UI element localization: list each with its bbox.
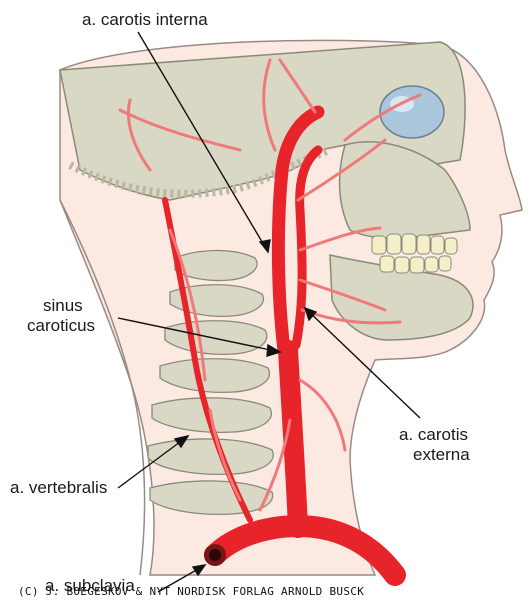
artery-carotis-communis xyxy=(288,350,298,528)
label-carotis-interna: a. carotis interna xyxy=(82,10,208,30)
label-sinus-line1: sinus xyxy=(43,296,83,316)
subclavia-cut-inner xyxy=(209,549,221,561)
label-vertebralis: a. vertebralis xyxy=(10,478,107,498)
label-externa-line2: externa xyxy=(413,445,470,465)
label-externa-line1: a. carotis xyxy=(399,425,468,445)
eye-ball xyxy=(380,86,444,138)
label-sinus-line2: caroticus xyxy=(27,316,95,336)
copyright-notice: (C) J. BOEGESKOV & NYT NORDISK FORLAG AR… xyxy=(18,585,364,598)
